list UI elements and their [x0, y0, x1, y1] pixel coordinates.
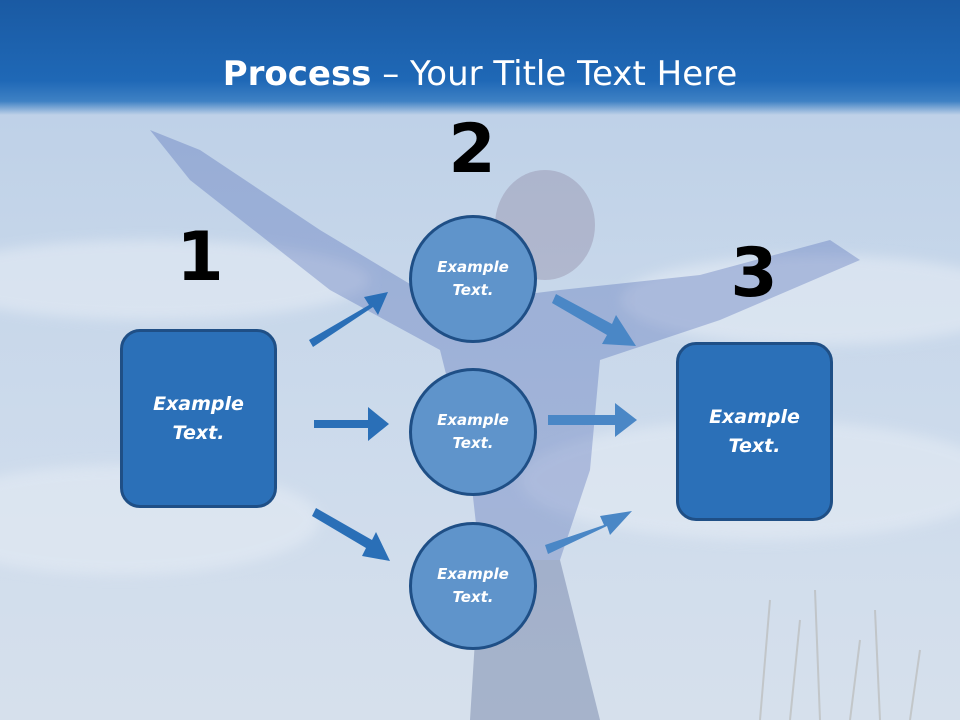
arrow-1-to-top: [309, 292, 388, 347]
step-2-circle-top: Example Text.: [409, 215, 537, 343]
title-rest: – Your Title Text Here: [371, 54, 738, 94]
arrow-middle-to-3: [548, 403, 637, 437]
slide-title: Process – Your Title Text Here: [0, 52, 960, 96]
step-2-number: 2: [448, 110, 496, 189]
title-bold: Process: [222, 54, 372, 94]
step-1-number: 1: [176, 218, 224, 297]
title-bar: [0, 0, 960, 115]
step-3-number: 3: [730, 234, 778, 313]
circle-middle-text: Example Text.: [437, 411, 509, 452]
step-2-circle-bottom: Example Text.: [409, 522, 537, 650]
step-1-box: Example Text.: [120, 329, 277, 508]
arrow-top-to-3: [552, 294, 636, 346]
step-3-box: Example Text.: [676, 342, 833, 521]
circle-bottom-text: Example Text.: [437, 565, 509, 606]
arrow-1-to-middle: [314, 407, 389, 441]
arrow-bottom-to-3: [545, 511, 632, 554]
circle-top-text: Example Text.: [437, 258, 509, 299]
step-2-circle-middle: Example Text.: [409, 368, 537, 496]
arrow-1-to-bottom: [312, 508, 390, 561]
step-3-text: Example Text.: [709, 405, 800, 457]
step-1-text: Example Text.: [153, 392, 244, 444]
